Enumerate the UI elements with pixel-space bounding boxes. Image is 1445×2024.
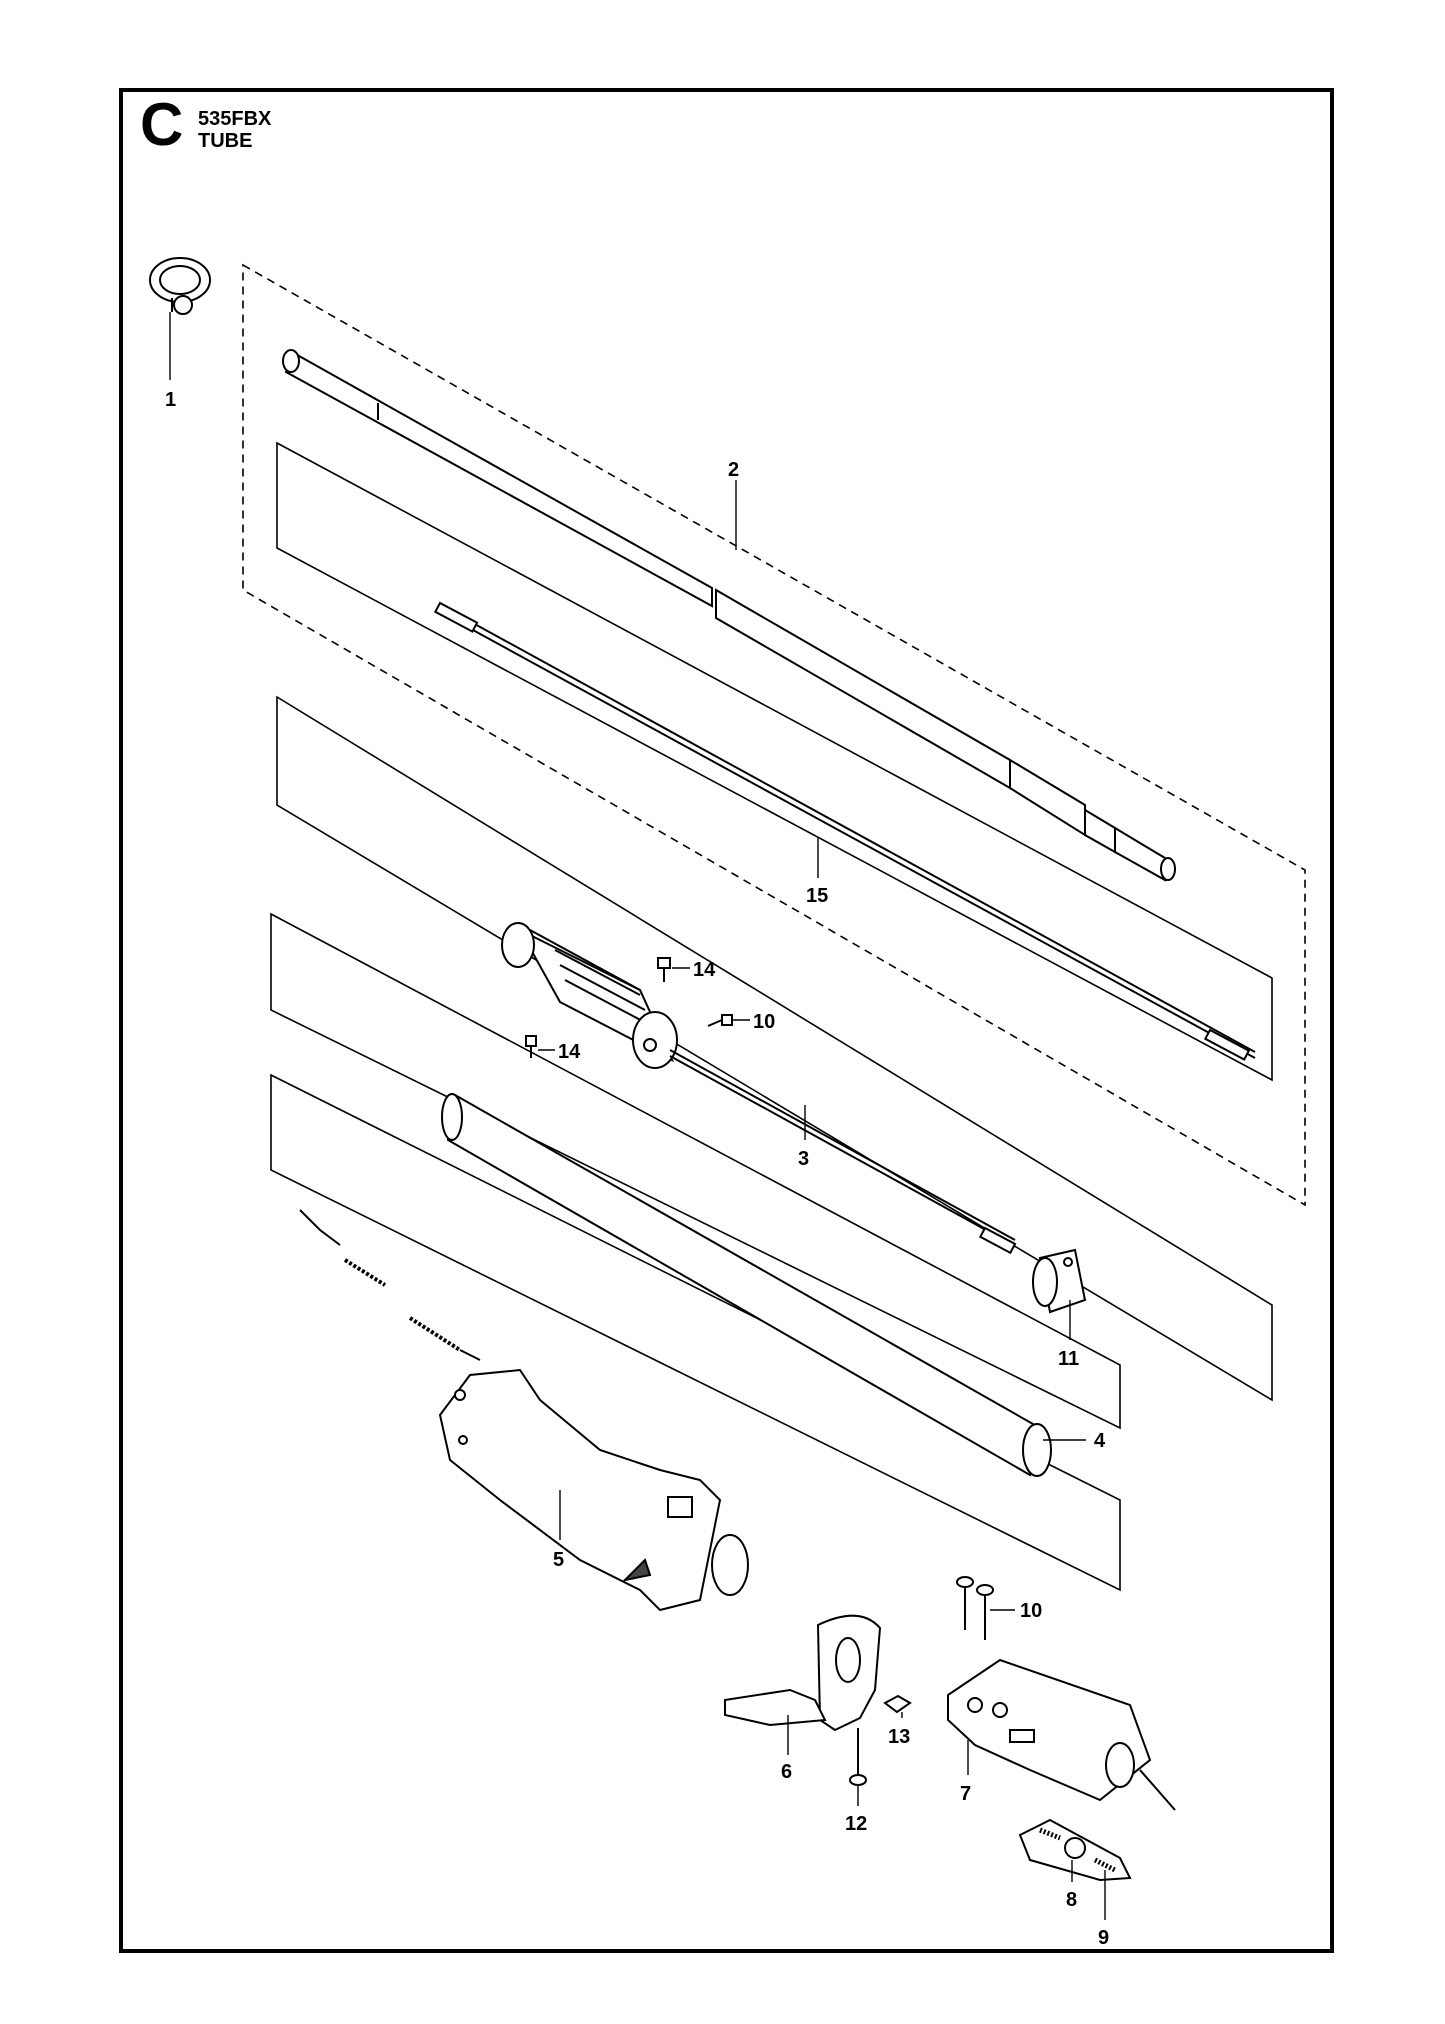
clamp-7-drawing	[947, 1658, 1176, 1811]
drive-shaft-3-drawing	[669, 1049, 1017, 1255]
part-label-1: 1	[165, 389, 176, 411]
part-label-2: 2	[728, 459, 739, 481]
leader-lines	[169, 312, 1106, 1920]
part-label-15: 15	[806, 885, 828, 907]
tube-4-drawing	[441, 1093, 1052, 1477]
throttle-handle-5-drawing	[299, 1209, 749, 1612]
part-label-13: 13	[888, 1726, 910, 1748]
part-label-5: 5	[553, 1549, 564, 1571]
section-letter: C	[140, 91, 184, 158]
part-label-6: 6	[781, 1761, 792, 1783]
part-label-14a: 14	[693, 959, 716, 981]
part-label-12: 12	[845, 1813, 867, 1835]
assembly-outline-2	[242, 263, 1306, 1207]
group-outline-3	[276, 695, 1273, 1402]
screw-10a-drawing	[707, 1014, 733, 1027]
grip-housing-drawing	[501, 922, 678, 1069]
screws-10b-drawing	[956, 1576, 994, 1640]
section-title: TUBE	[198, 130, 253, 152]
handle-loop-6-drawing	[724, 1614, 882, 1732]
screw-14b-drawing	[525, 1035, 537, 1058]
part-label-7: 7	[960, 1783, 971, 1805]
part-label-10b: 10	[1020, 1600, 1042, 1622]
part-label-14b: 14	[558, 1041, 581, 1063]
part-label-3: 3	[798, 1148, 809, 1170]
screw-14a-drawing	[657, 957, 671, 982]
group-outline-4	[270, 912, 1121, 1430]
part-label-9: 9	[1098, 1927, 1109, 1949]
cable-clip-1-drawing	[149, 257, 211, 315]
nut-13-drawing	[883, 1694, 912, 1714]
shaft-tube-2-drawing	[282, 349, 1176, 882]
part-label-11: 11	[1058, 1348, 1079, 1370]
lever-8-9-drawing	[1018, 1818, 1132, 1882]
page-frame	[119, 88, 1334, 1953]
drive-shaft-15-drawing	[433, 601, 1256, 1061]
screw-12-drawing	[849, 1728, 867, 1786]
model-name: 535FBX	[198, 108, 272, 130]
part-label-8: 8	[1066, 1889, 1077, 1911]
bushing-11-drawing	[1032, 1248, 1087, 1314]
group-outline-15	[276, 441, 1273, 1082]
part-label-10a: 10	[753, 1011, 775, 1033]
part-label-4: 4	[1094, 1430, 1106, 1452]
